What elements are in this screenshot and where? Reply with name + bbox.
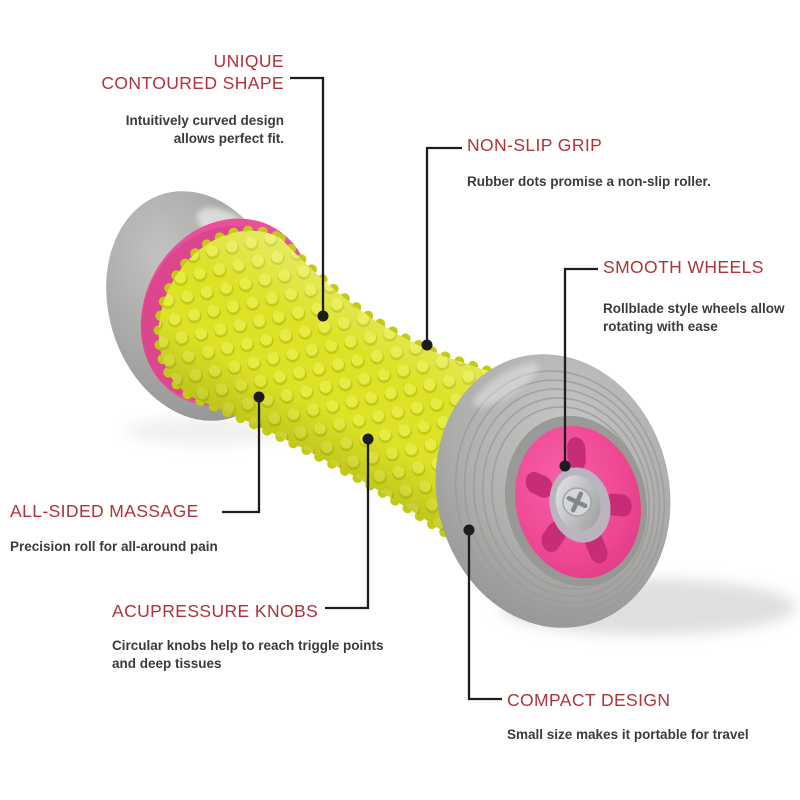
- callout-desc-line: Rollblade style wheels allow: [603, 301, 785, 316]
- callout-description: Precision roll for all-around pain: [10, 538, 218, 556]
- callout-title: UNIQUE CONTOURED SHAPE: [101, 50, 284, 94]
- callout-contoured-shape: UNIQUE CONTOURED SHAPE Intuitively curve…: [101, 50, 284, 148]
- callout-description: Intuitively curved design allows perfect…: [101, 112, 284, 148]
- line-acupressure-knobs: [325, 439, 370, 610]
- callout-desc-line: Intuitively curved design: [125, 113, 284, 128]
- line-compact-design: [467, 530, 502, 701]
- dot-smooth-wheels: [559, 460, 571, 472]
- callout-title-line: ALL-SIDED MASSAGE: [10, 501, 199, 521]
- line-contoured-shape: [290, 76, 325, 316]
- callout-desc-line: Circular knobs help to reach triggle poi…: [112, 638, 384, 653]
- right-wheel: [435, 354, 671, 628]
- callout-title-line: ACUPRESSURE KNOBS: [112, 601, 319, 621]
- dot-compact-design: [463, 524, 475, 536]
- dot-contoured-shape: [317, 310, 329, 322]
- callout-title: NON-SLIP GRIP: [467, 134, 711, 156]
- dot-acupressure-knobs: [362, 433, 374, 445]
- line-all-sided-massage: [222, 397, 261, 514]
- dot-all-sided-massage: [253, 391, 265, 403]
- callout-title: ACUPRESSURE KNOBS: [112, 600, 384, 622]
- callout-lines: [222, 76, 598, 701]
- callout-title: COMPACT DESIGN: [507, 689, 749, 711]
- callout-desc-line: allows perfect fit.: [173, 131, 284, 146]
- callout-dots: [253, 310, 571, 536]
- callout-all-sided-massage: ALL-SIDED MASSAGE Precision roll for all…: [10, 500, 218, 556]
- callout-description: Rubber dots promise a non-slip roller.: [467, 173, 711, 191]
- callout-smooth-wheels: SMOOTH WHEELS Rollblade style wheels all…: [603, 256, 785, 336]
- callout-compact-design: COMPACT DESIGN Small size makes it porta…: [507, 689, 749, 744]
- line-smooth-wheels: [563, 267, 598, 466]
- phillips-screw-icon: [566, 491, 588, 513]
- callout-title: SMOOTH WHEELS: [603, 256, 785, 278]
- tire-highlight: [473, 362, 539, 408]
- callout-desc-line: Small size makes it portable for travel: [507, 727, 749, 742]
- callout-acupressure-knobs: ACUPRESSURE KNOBS Circular knobs help to…: [112, 600, 384, 673]
- callout-description: Circular knobs help to reach triggle poi…: [112, 637, 384, 673]
- callout-title: ALL-SIDED MASSAGE: [10, 500, 218, 522]
- callout-title-line: SMOOTH WHEELS: [603, 257, 764, 277]
- callout-title-line: CONTOURED SHAPE: [101, 73, 284, 93]
- callout-title-line: NON-SLIP GRIP: [467, 135, 603, 155]
- callout-description: Small size makes it portable for travel: [507, 726, 749, 744]
- callout-non-slip-grip: NON-SLIP GRIP Rubber dots promise a non-…: [467, 134, 711, 191]
- callout-desc-line: Precision roll for all-around pain: [10, 539, 218, 554]
- callout-title-line: COMPACT DESIGN: [507, 690, 671, 710]
- callout-description: Rollblade style wheels allow rotating wi…: [603, 300, 785, 336]
- line-non-slip-grip: [425, 146, 462, 345]
- callout-desc-line: Rubber dots promise a non-slip roller.: [467, 174, 711, 189]
- callout-desc-line: and deep tissues: [112, 656, 222, 671]
- dot-non-slip-grip: [421, 339, 433, 351]
- callout-title-line: UNIQUE: [213, 51, 284, 71]
- callout-desc-line: rotating with ease: [603, 319, 718, 334]
